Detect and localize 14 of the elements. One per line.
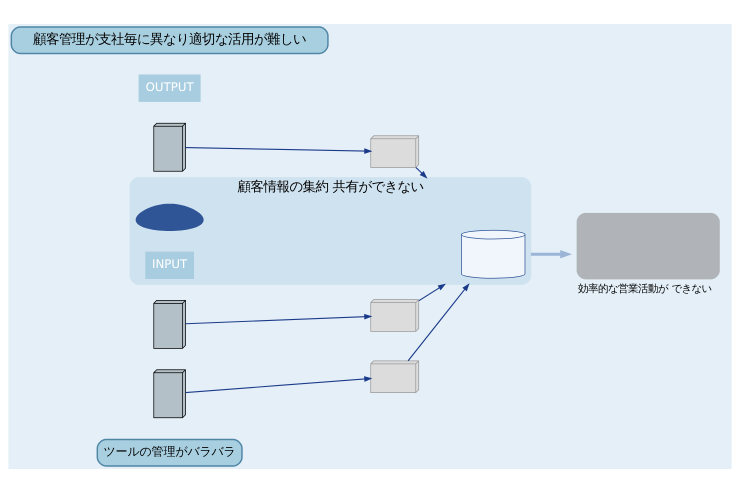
- arrow: [186, 313, 372, 324]
- node-person: [136, 203, 204, 230]
- arrow: [418, 283, 446, 301]
- node-box: OUTPUT: [138, 74, 201, 102]
- node-box: ツールの管理がバラバラ: [96, 438, 243, 466]
- arrow: [186, 146, 372, 154]
- node-box: INPUT: [145, 251, 194, 278]
- node-label: 効率的な営業活動が できない: [578, 282, 712, 295]
- arrow: [416, 166, 428, 178]
- arrow: [408, 282, 470, 361]
- node-box: [576, 212, 720, 279]
- arrow: [186, 376, 372, 393]
- node-box: 顧客管理が支社毎に異なり適切な活用が難しい: [10, 26, 329, 54]
- arrow: [530, 250, 572, 258]
